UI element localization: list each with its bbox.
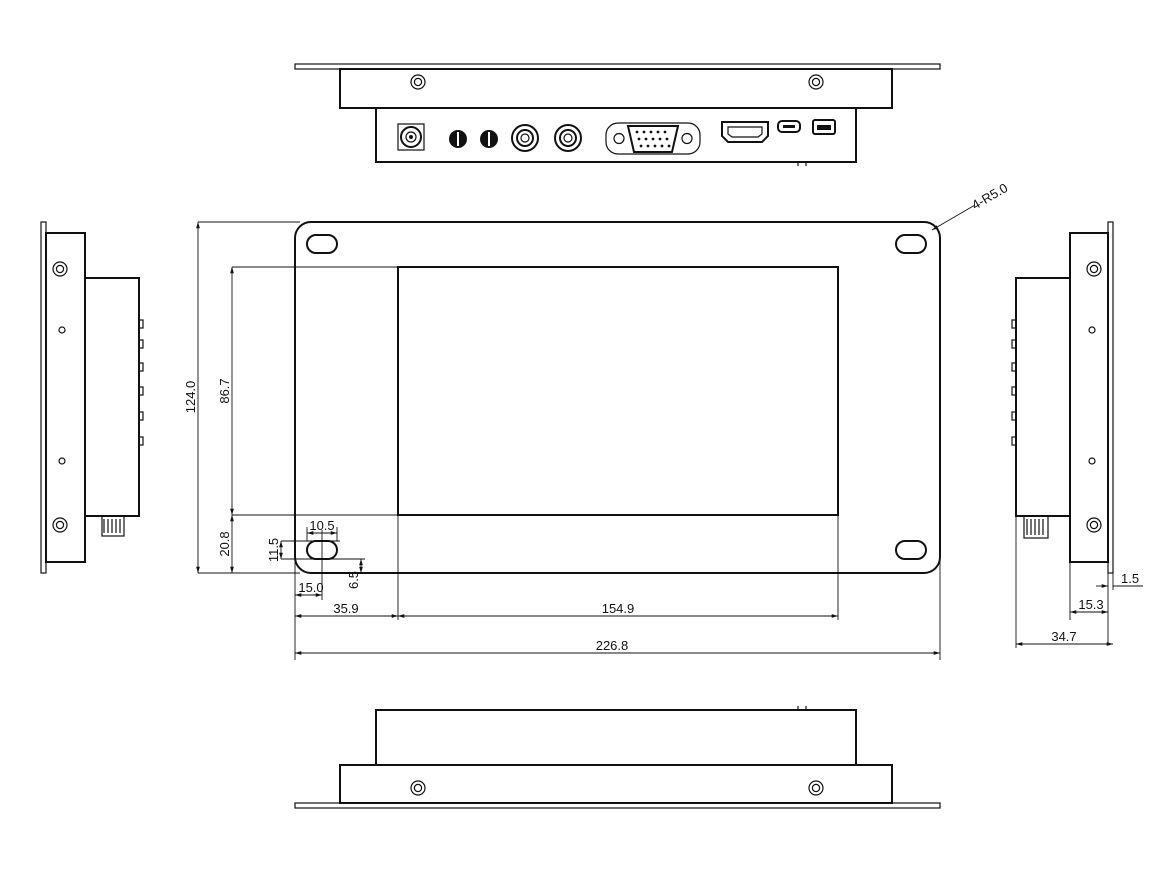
audio-jack-icon <box>449 130 467 148</box>
mounting-slot-icon <box>895 540 927 560</box>
dim-plate-thickness: 1.5 <box>1121 571 1139 586</box>
hdmi-port-icon <box>721 121 769 143</box>
mounting-slot-icon <box>306 234 338 254</box>
top-view <box>294 63 941 166</box>
left-side-view <box>40 221 144 574</box>
front-view: 226.8 154.9 35.9 15.0 10.5 4-R5.0 124.0 … <box>183 180 1010 660</box>
dim-total-width: 226.8 <box>596 638 629 653</box>
screw-icon <box>410 74 426 90</box>
micro-usb-port-icon <box>777 120 801 133</box>
dim-corner-radius: 4-R5.0 <box>969 180 1010 213</box>
screw-icon <box>808 74 824 90</box>
screw-icon <box>52 261 68 277</box>
display-area <box>397 266 839 516</box>
dim-screen-width: 154.9 <box>602 601 635 616</box>
vga-port-icon <box>605 122 701 155</box>
dim-total-height: 124.0 <box>183 381 198 414</box>
antenna-connector-icon <box>101 515 125 537</box>
dim-slot-offset-y: 6.5 <box>346 571 361 589</box>
screw-icon <box>808 780 824 796</box>
audio-jack-icon <box>480 130 498 148</box>
dim-side-flange: 15.3 <box>1078 597 1103 612</box>
screw-icon <box>52 517 68 533</box>
dim-hole-offset-x: 15.0 <box>298 580 323 595</box>
connector-panel <box>375 107 857 163</box>
dim-screen-height: 86.7 <box>217 378 232 403</box>
bottom-view <box>294 706 941 809</box>
screw-icon <box>1086 517 1102 533</box>
front-panel <box>294 221 941 574</box>
hole-icon <box>58 457 66 465</box>
screw-icon <box>1086 261 1102 277</box>
rca-connector-icon <box>511 124 539 152</box>
hole-icon <box>58 326 66 334</box>
screw-icon <box>410 780 426 796</box>
mini-usb-port-icon <box>812 119 836 135</box>
dim-slot-height: 11.5 <box>266 538 281 562</box>
dim-left-offset: 35.9 <box>333 601 358 616</box>
mounting-slot-icon <box>895 234 927 254</box>
hole-icon <box>1088 457 1096 465</box>
top-view-frame <box>339 68 893 109</box>
antenna-connector-icon <box>1023 515 1049 539</box>
hole-icon <box>1088 326 1096 334</box>
dim-slot-width: 10.5 <box>309 518 334 533</box>
antenna-connector-icon <box>397 123 425 151</box>
dim-bottom-offset: 20.8 <box>217 531 232 556</box>
right-side-view: 34.7 15.3 1.5 <box>1011 221 1143 648</box>
rca-connector-icon <box>554 124 582 152</box>
dim-side-depth: 34.7 <box>1051 629 1076 644</box>
